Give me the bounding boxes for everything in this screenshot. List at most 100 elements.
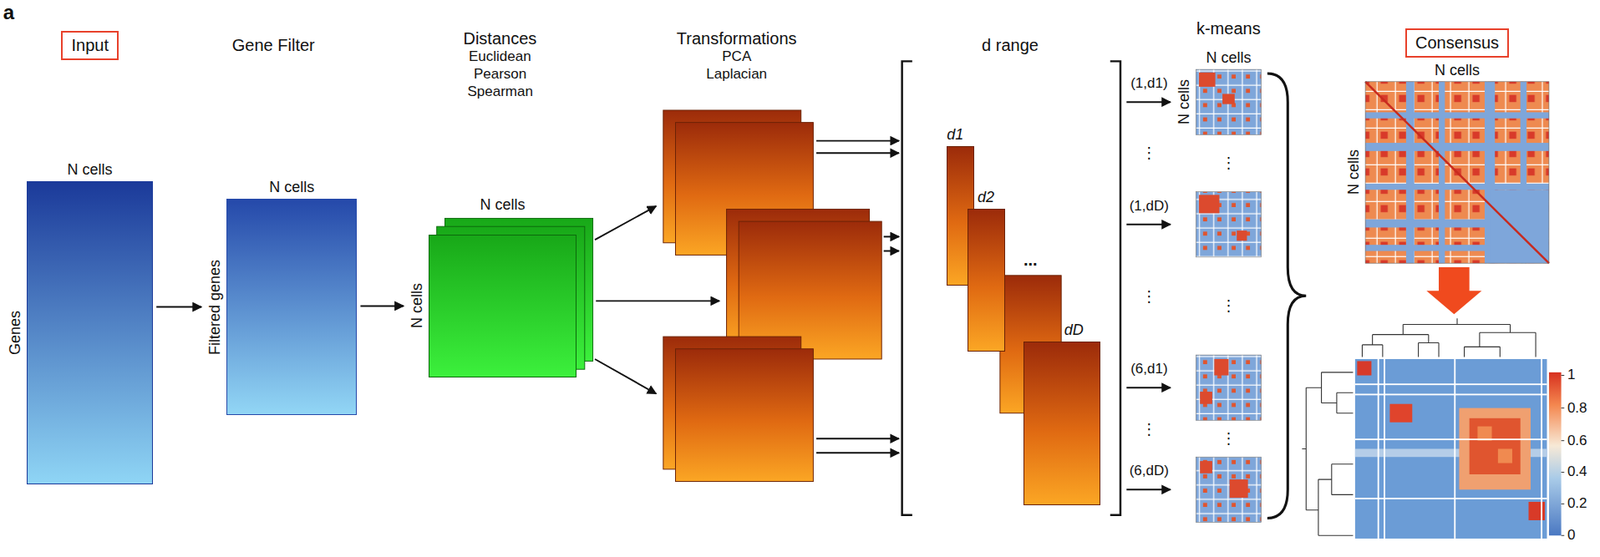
consensus-matrix xyxy=(1365,142,1550,152)
kmeans-matrix xyxy=(1236,230,1247,241)
expression-matrix: N cellsGenes xyxy=(26,181,153,485)
method-name: PCA xyxy=(721,48,752,66)
kmeans-matrix: N cellsN cells xyxy=(1195,69,1261,135)
flow-arrow xyxy=(1126,101,1171,103)
dendrogram xyxy=(1301,372,1353,536)
kmeans-matrix xyxy=(1195,355,1261,421)
flow-arrow xyxy=(1126,386,1171,389)
box-label: Input xyxy=(71,35,108,56)
clustered-heatmap xyxy=(1540,359,1543,539)
matrix-label: d2 xyxy=(977,188,995,207)
flow-arrow xyxy=(360,304,404,307)
curly-brace xyxy=(1267,73,1306,519)
step-title: d range xyxy=(981,35,1039,56)
reduced-matrix: d2 xyxy=(967,208,1006,352)
flow-arrow xyxy=(594,359,656,395)
matrix-label: d1 xyxy=(946,126,964,144)
matrix-label: N cells xyxy=(479,196,525,214)
matrix-label: dD xyxy=(1064,321,1084,340)
colorbar-tick: 0 xyxy=(1567,527,1575,544)
flow-arrow xyxy=(883,250,900,253)
run-label: (1,d1) xyxy=(1130,75,1168,92)
range-bracket xyxy=(902,60,1121,515)
colorbar-tick: 1 xyxy=(1567,366,1575,384)
consensus-matrix xyxy=(1438,81,1445,264)
kmeans-matrix xyxy=(1222,93,1235,104)
consensus-matrix: N cellsN cells xyxy=(1365,81,1550,264)
reduced-matrix: dD xyxy=(1023,341,1101,505)
kmeans-matrix xyxy=(1229,479,1249,498)
consensus-matrix xyxy=(1489,189,1550,264)
kmeans-matrix xyxy=(1195,457,1261,523)
matrix-label: N cells xyxy=(269,178,315,197)
method-name: Spearman xyxy=(467,83,533,101)
consensus-matrix xyxy=(1365,81,1550,264)
consensus-matrix xyxy=(1365,81,1550,264)
axis-label: N cells xyxy=(1345,149,1363,195)
flow-arrow xyxy=(883,235,900,238)
distance-matrix: N cellsN cells xyxy=(428,234,577,378)
method-name: Pearson xyxy=(473,66,527,83)
consensus-matrix xyxy=(1365,81,1550,264)
clustered-heatmap xyxy=(1355,359,1548,539)
matrix-label: N cells xyxy=(66,161,112,179)
step-title: Distances xyxy=(462,29,537,49)
step-title: Transformations xyxy=(676,29,798,49)
consensus-matrix xyxy=(1406,81,1415,264)
clustered-heatmap xyxy=(1355,394,1548,397)
clustered-heatmap xyxy=(1477,426,1492,442)
step-title: k-means xyxy=(1196,19,1261,39)
clustered-heatmap xyxy=(1498,448,1513,463)
range-bracket xyxy=(1110,60,1121,515)
ellipsis: ⋮ xyxy=(1220,154,1236,173)
consensus-matrix xyxy=(1365,81,1550,264)
clustered-heatmap xyxy=(1355,359,1548,539)
colorbar-tick: 0.6 xyxy=(1567,432,1588,450)
kmeans-matrix xyxy=(1198,72,1216,87)
ellipsis: ⋮ xyxy=(1141,421,1157,439)
colorbar xyxy=(1549,372,1565,536)
matrix-label: N cells xyxy=(1205,49,1251,67)
box-label: Consensus xyxy=(1415,33,1499,53)
transformation-stack xyxy=(675,349,814,483)
clustered-heatmap xyxy=(1528,502,1546,521)
clustered-heatmap xyxy=(1355,383,1548,386)
clustered-heatmap xyxy=(1458,408,1530,491)
matrix-label: N cells xyxy=(1434,61,1480,80)
colorbar-tick: 0.2 xyxy=(1567,495,1588,513)
flow-arrow xyxy=(595,299,720,302)
clustered-heatmap xyxy=(1389,404,1413,423)
clustered-heatmap xyxy=(1469,418,1521,475)
clustered-heatmap xyxy=(1453,359,1456,539)
kmeans-matrix xyxy=(1199,461,1213,474)
flow-arrow xyxy=(1126,488,1171,491)
flow-arrow xyxy=(816,141,900,454)
flow-arrow xyxy=(594,206,656,240)
curly-brace xyxy=(1267,73,1306,519)
colorbar-tick: 0.8 xyxy=(1567,400,1588,417)
input-tag: Input xyxy=(60,30,118,61)
colorbar-tick: 0.4 xyxy=(1567,463,1588,481)
dendrogram xyxy=(1361,318,1536,357)
method-name: Laplacian xyxy=(706,66,767,83)
consensus-arrow xyxy=(1426,267,1482,315)
kmeans-matrix xyxy=(1199,391,1213,405)
panel-letter: a xyxy=(3,0,15,25)
ellipsis: ... xyxy=(1023,250,1038,270)
axis-label: N cells xyxy=(1175,79,1194,125)
clustered-heatmap xyxy=(1355,497,1548,500)
consensus-matrix xyxy=(1365,111,1550,118)
flow-arrow xyxy=(1126,223,1171,226)
clustered-heatmap xyxy=(1377,359,1380,539)
colorbar xyxy=(1561,375,1565,537)
clustered-heatmap xyxy=(1356,360,1372,376)
filtered-matrix: N cellsFiltered genes xyxy=(226,198,357,416)
clustered-heatmap xyxy=(1383,359,1386,539)
run-label: (6,dD) xyxy=(1129,462,1169,480)
run-label: (6,d1) xyxy=(1130,360,1168,378)
consensus-matrix xyxy=(1365,183,1550,190)
kmeans-matrix xyxy=(1195,69,1261,523)
flow-arrow xyxy=(816,152,900,154)
axis-label: Genes xyxy=(6,310,25,356)
